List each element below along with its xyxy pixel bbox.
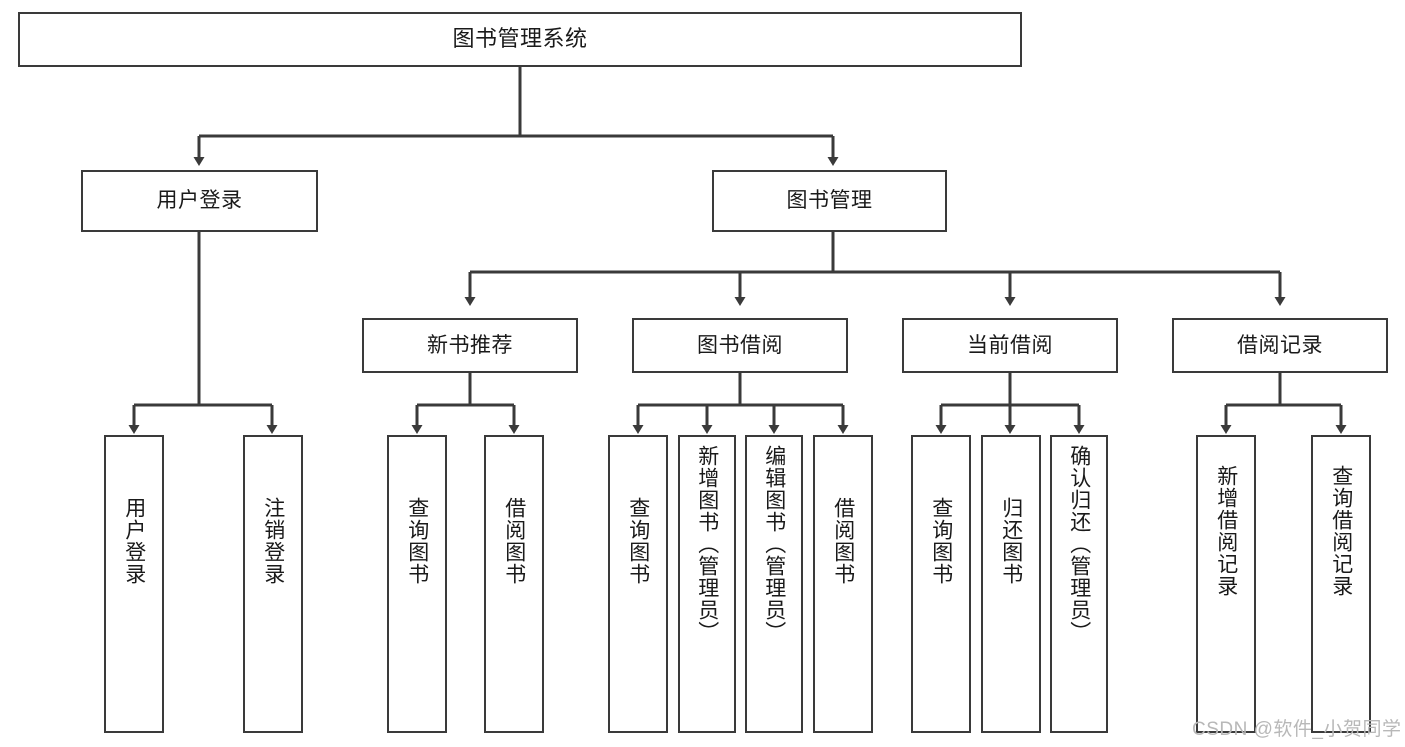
node-new-book-recommend[interactable]: 新书推荐 xyxy=(362,318,578,373)
leaf-new-book-query-book[interactable]: 查询图书 xyxy=(387,435,447,733)
leaf-record-query-borrow-record[interactable]: 查询借阅记录 xyxy=(1311,435,1371,733)
node-user-login[interactable]: 用户登录 xyxy=(81,170,318,232)
leaf-current-return-book[interactable]: 归还图书 xyxy=(981,435,1041,733)
leaf-user-login-logout[interactable]: 注销登录 xyxy=(243,435,303,733)
leaf-borrow-borrow-book[interactable]: 借阅图书 xyxy=(813,435,873,733)
node-label: 图书管理 xyxy=(786,189,873,213)
node-label: 查询图书 xyxy=(405,497,429,585)
leaf-current-query-book[interactable]: 查询图书 xyxy=(911,435,971,733)
node-label: 新增借阅记录 xyxy=(1214,465,1238,597)
node-label: 借阅图书 xyxy=(831,497,855,585)
node-label: 用户登录 xyxy=(122,497,146,585)
node-label: 借阅记录 xyxy=(1237,333,1323,357)
node-label: 新书推荐 xyxy=(427,333,513,357)
node-label: 注销登录 xyxy=(261,497,285,585)
node-label: 当前借阅 xyxy=(967,333,1053,357)
leaf-borrow-edit-book-admin[interactable]: 编辑图书（管理员） xyxy=(745,435,803,733)
leaf-borrow-query-book[interactable]: 查询图书 xyxy=(608,435,668,733)
node-label: 查询图书 xyxy=(929,497,953,585)
node-current-borrow[interactable]: 当前借阅 xyxy=(902,318,1118,373)
node-label: 图书管理系统 xyxy=(452,26,588,52)
node-label: 编辑图书（管理员） xyxy=(762,445,786,643)
node-label: 用户登录 xyxy=(156,189,243,213)
node-root-book-management-system[interactable]: 图书管理系统 xyxy=(18,12,1022,67)
node-book-management[interactable]: 图书管理 xyxy=(712,170,947,232)
node-label: 归还图书 xyxy=(999,497,1023,585)
node-label: 查询图书 xyxy=(626,497,650,585)
node-label: 借阅图书 xyxy=(502,497,526,585)
leaf-borrow-add-book-admin[interactable]: 新增图书（管理员） xyxy=(678,435,736,733)
leaf-user-login-login[interactable]: 用户登录 xyxy=(104,435,164,733)
node-book-borrow[interactable]: 图书借阅 xyxy=(632,318,848,373)
node-label: 图书借阅 xyxy=(697,333,783,357)
leaf-record-add-borrow-record[interactable]: 新增借阅记录 xyxy=(1196,435,1256,733)
node-label: 查询借阅记录 xyxy=(1329,465,1353,597)
node-label: 确认归还（管理员） xyxy=(1067,445,1091,643)
node-borrow-record[interactable]: 借阅记录 xyxy=(1172,318,1388,373)
leaf-current-confirm-return-admin[interactable]: 确认归还（管理员） xyxy=(1050,435,1108,733)
node-label: 新增图书（管理员） xyxy=(695,445,719,643)
leaf-new-book-borrow-book[interactable]: 借阅图书 xyxy=(484,435,544,733)
